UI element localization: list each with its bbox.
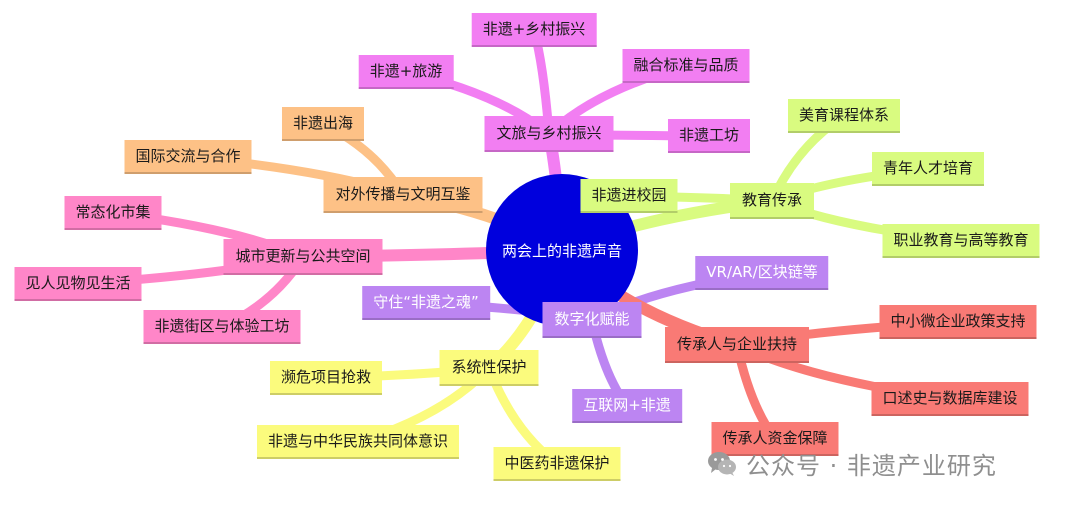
leaf-node-chuancheng-1[interactable]: 口述史与数据库建设 — [871, 382, 1029, 416]
branch-node-wenlv[interactable]: 文旅与乡村振兴 — [484, 116, 614, 152]
leaf-node-jiaoyu-0[interactable]: 非遗进校园 — [580, 179, 678, 213]
leaf-node-chuancheng-2[interactable]: 传承人资金保障 — [711, 422, 839, 456]
leaf-node-chuancheng-0[interactable]: 中小微企业政策支持 — [879, 305, 1037, 339]
branch-node-shuzi[interactable]: 数字化赋能 — [542, 302, 642, 338]
branch-node-xitong[interactable]: 系统性保护 — [439, 350, 539, 386]
branch-node-jiaoyu[interactable]: 教育传承 — [729, 183, 815, 219]
watermark-text: 公众号 · 非遗产业研究 — [746, 452, 997, 480]
leaf-node-shuzi-2[interactable]: 互联网+非遗 — [572, 389, 682, 423]
leaf-node-xitong-1[interactable]: 非遗与中华民族共同体意识 — [256, 425, 460, 459]
leaf-node-shuzi-0[interactable]: VR/AR/区块链等 — [695, 256, 829, 290]
leaf-node-duiwai-0[interactable]: 非遗出海 — [281, 107, 365, 141]
leaf-node-chengshi-2[interactable]: 非遗街区与体验工坊 — [143, 310, 301, 344]
branch-node-chengshi[interactable]: 城市更新与公共空间 — [223, 239, 383, 275]
leaf-node-wenlv-0[interactable]: 非遗+乡村振兴 — [471, 13, 597, 47]
leaf-node-jiaoyu-1[interactable]: 美育课程体系 — [787, 99, 901, 133]
leaf-node-xitong-0[interactable]: 濒危项目抢救 — [269, 361, 383, 395]
leaf-node-chengshi-0[interactable]: 常态化市集 — [64, 196, 162, 230]
wechat-icon — [708, 451, 736, 476]
leaf-node-chengshi-1[interactable]: 见人见物见生活 — [14, 267, 142, 301]
leaf-node-shuzi-1[interactable]: 守住“非遗之魂” — [362, 286, 490, 320]
branch-node-duiwai[interactable]: 对外传播与文明互鉴 — [323, 177, 483, 213]
leaf-node-wenlv-2[interactable]: 非遗+旅游 — [358, 55, 454, 89]
leaf-node-xitong-2[interactable]: 中医药非遗保护 — [493, 447, 621, 481]
leaf-node-wenlv-3[interactable]: 非遗工坊 — [667, 119, 751, 153]
leaf-node-jiaoyu-3[interactable]: 职业教育与高等教育 — [882, 224, 1040, 258]
leaf-node-duiwai-1[interactable]: 国际交流与合作 — [124, 140, 252, 174]
leaf-node-jiaoyu-2[interactable]: 青年人才培育 — [871, 152, 985, 186]
branch-node-chuancheng[interactable]: 传承人与企业扶持 — [664, 327, 810, 363]
leaf-node-wenlv-1[interactable]: 融合标准与品质 — [622, 49, 750, 83]
watermark: 公众号 · 非遗产业研究 — [706, 446, 997, 481]
